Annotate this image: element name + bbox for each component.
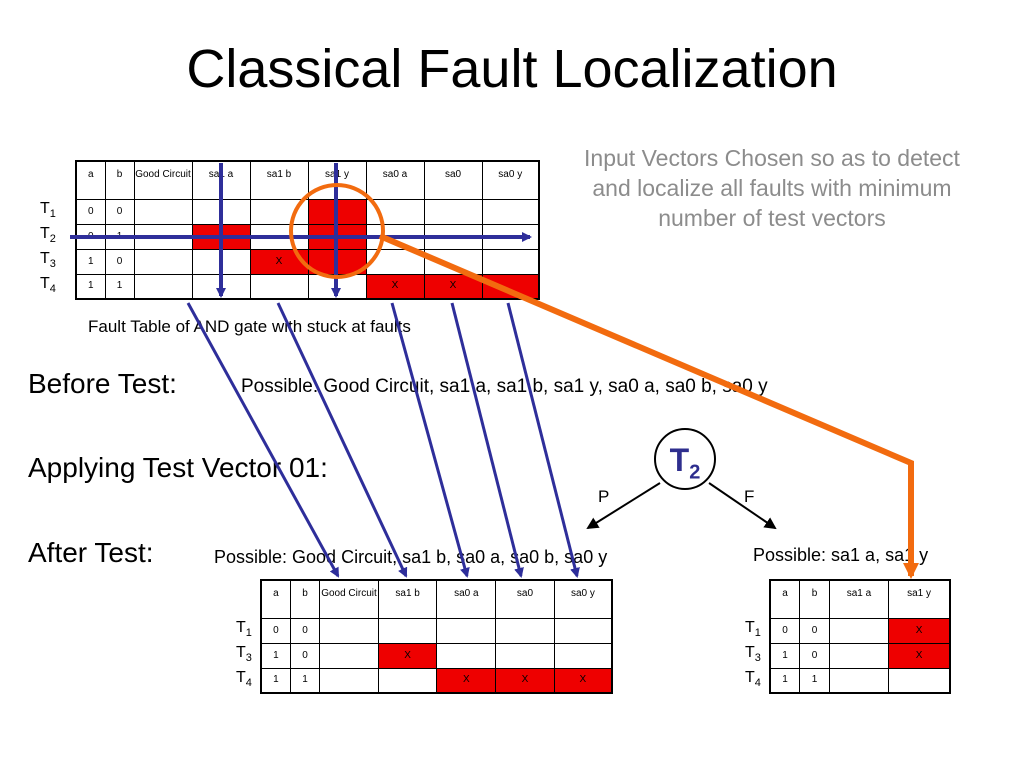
row-label: T4 [236, 669, 252, 690]
column-header: sa1 b [377, 579, 438, 619]
table-cell [828, 642, 890, 669]
table-cell: 0 [104, 198, 135, 225]
branch-fail-line [708, 482, 777, 530]
table-cell: 0 [104, 248, 135, 275]
note-text: Input Vectors Chosen so as to detect and… [584, 145, 960, 231]
table-cell: X [553, 667, 613, 694]
table-cell [249, 273, 309, 300]
column-header: sa1 a [828, 579, 890, 619]
test-node-t2: T2 [654, 428, 716, 490]
table-cell [319, 642, 379, 669]
table-cell [133, 248, 193, 275]
table-cell [495, 617, 555, 644]
row-label: T4 [745, 669, 761, 690]
table-cell [319, 667, 379, 694]
table-cell [436, 617, 497, 644]
table-cell [828, 667, 890, 694]
row-label: T3 [236, 644, 252, 665]
column-header: sa1 y [888, 579, 951, 619]
table-cell: X [423, 273, 483, 300]
table-cell: 1 [104, 273, 135, 300]
row-label: T1 [745, 619, 761, 640]
column-header: sa0 y [481, 160, 540, 200]
table-cell [888, 667, 951, 694]
column-header: sa1 b [249, 160, 309, 200]
table-cell: 1 [260, 667, 291, 694]
table-cell: 1 [75, 273, 106, 300]
column-header: Good Circuit [319, 579, 379, 619]
table-cell: 0 [289, 642, 321, 669]
slide-title: Classical Fault Localization [186, 39, 838, 99]
table-caption: Fault Table of AND gate with stuck at fa… [88, 317, 411, 336]
arrow-sa1b [276, 302, 408, 578]
arrow-to-fail-table [378, 233, 919, 579]
table-cell: X [365, 273, 425, 300]
branch-fail-label: F [744, 487, 755, 506]
table-cell: 0 [289, 617, 321, 644]
table-cell [481, 248, 540, 275]
row-label: T3 [745, 644, 761, 665]
highlight-circle [289, 183, 385, 279]
row-label: T4 [40, 275, 56, 296]
table-cell [133, 273, 193, 300]
row-label: T3 [40, 250, 56, 271]
column-header: a [75, 160, 106, 200]
row-label: T1 [40, 200, 56, 221]
after-test-label: After Test: [28, 537, 154, 568]
before-possible-text: Possible: Good Circuit, sa1 a, sa1 b, sa… [241, 376, 768, 397]
column-header: a [769, 579, 801, 619]
column-header: b [289, 579, 321, 619]
table-cell: 0 [799, 617, 830, 644]
after-possible-pass-text: Possible: Good Circuit, sa1 b, sa0 a, sa… [214, 547, 608, 567]
arrow-sa0a [390, 302, 470, 578]
table-cell [377, 667, 438, 694]
table-cell: X [888, 642, 951, 669]
branch-pass-line [586, 482, 661, 530]
arrow-sa0y [506, 302, 580, 578]
table-cell: 1 [260, 642, 291, 669]
table-cell: X [888, 617, 951, 644]
branch-pass-label: P [598, 487, 610, 506]
arrow-sa0 [450, 302, 524, 578]
row-label: T2 [40, 225, 56, 246]
arrow-good-circuit [186, 302, 340, 578]
after-possible-fail-text: Possible: sa1 a, sa1 y [753, 545, 929, 565]
table-cell: X [436, 667, 497, 694]
column-header: sa0 y [553, 579, 613, 619]
row-label: T1 [236, 619, 252, 640]
before-test-label: Before Test: [28, 368, 177, 399]
table-cell [423, 198, 483, 225]
table-cell: 1 [289, 667, 321, 694]
column-header: b [799, 579, 830, 619]
